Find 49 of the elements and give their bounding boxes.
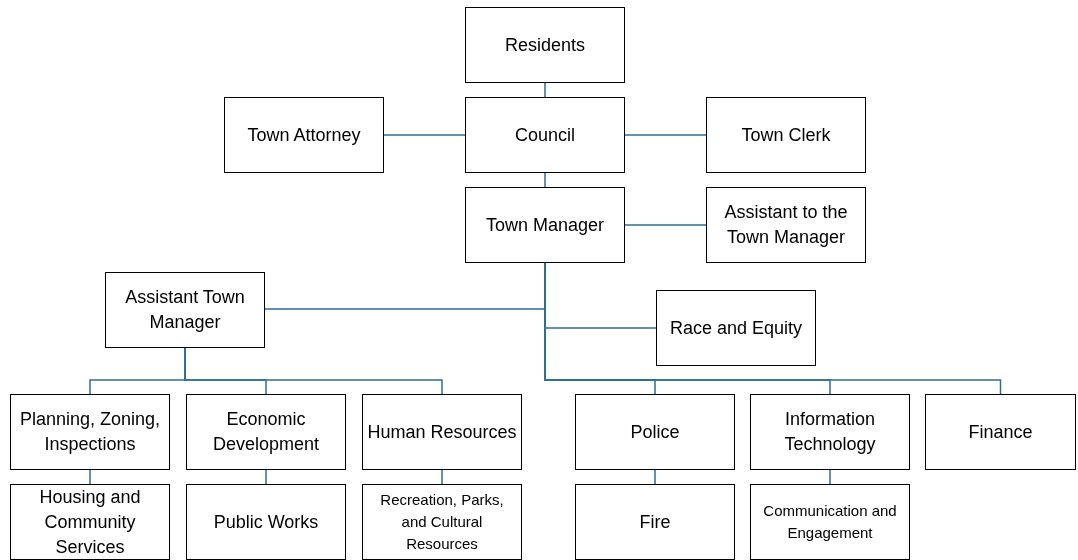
connector-line [654, 469, 656, 485]
org-box [750, 394, 910, 470]
unit-name: Council [515, 123, 575, 147]
unit-name: Information Technology [783, 408, 877, 456]
org-box [105, 272, 265, 348]
org-box [925, 394, 1076, 470]
unit-name: Recreation, Parks, and Cultural Resources [379, 490, 505, 554]
org-box [575, 484, 735, 560]
unit-name: Town Attorney [247, 123, 361, 147]
org-box [224, 97, 384, 173]
unit-name: Residents [504, 33, 585, 57]
org-box [465, 7, 625, 83]
unit-name: Human Resources [367, 420, 517, 444]
org-box [10, 484, 170, 560]
org-box [465, 187, 625, 263]
org-box [186, 394, 346, 470]
org-box [575, 394, 735, 470]
org-box [750, 484, 910, 560]
unit-name: Economic Development [211, 408, 321, 456]
org-box [465, 97, 625, 173]
unit-name: Race and Equity [669, 316, 803, 340]
connector-line [265, 469, 267, 485]
unit-name: Planning, Zoning, Inspections [18, 408, 162, 456]
connector-line [383, 134, 466, 136]
unit-name: Fire [639, 510, 671, 534]
connector-line [544, 172, 546, 188]
unit-name: Police [630, 420, 680, 444]
org-box [656, 290, 816, 366]
org-box [362, 484, 522, 560]
connector-line [184, 347, 443, 395]
org-box [706, 187, 866, 263]
org-box [362, 394, 522, 470]
connector-line [441, 469, 443, 485]
connector-line [624, 134, 707, 136]
connector-line [829, 469, 831, 485]
connector-line [544, 82, 546, 98]
unit-name: Housing and Community Services [38, 485, 142, 559]
org-box [186, 484, 346, 560]
unit-name: Finance [968, 420, 1033, 444]
connector-line [624, 224, 707, 226]
connector-line [89, 469, 91, 485]
unit-name: Communication and Engagement [762, 501, 898, 543]
unit-name: Assistant to the Town Manager [723, 201, 849, 249]
unit-name: Town Clerk [741, 123, 831, 147]
unit-name: Assistant Town Manager [124, 286, 246, 334]
org-box [706, 97, 866, 173]
unit-name: Public Works [213, 510, 319, 534]
org-box [10, 394, 170, 470]
unit-name: Town Manager [485, 213, 605, 237]
